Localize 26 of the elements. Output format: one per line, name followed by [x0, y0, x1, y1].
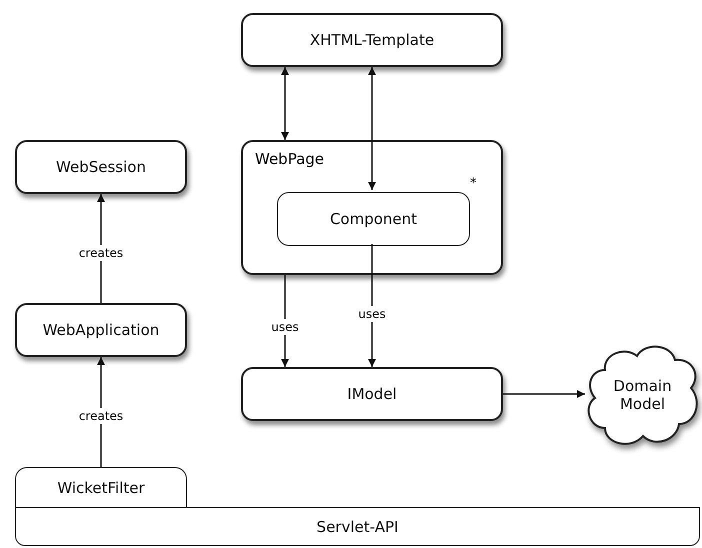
process-box [15, 467, 187, 508]
process-box [241, 13, 503, 67]
layer-bar [15, 507, 700, 546]
arrow [281, 67, 289, 140]
arrow [368, 67, 376, 190]
node-label: Component [330, 210, 418, 228]
node-label: Domain Model [612, 377, 673, 413]
edge-label: creates [76, 245, 126, 261]
process-box [241, 367, 503, 421]
node-label: Servlet-API [316, 518, 398, 536]
edge-label: creates [76, 408, 126, 424]
node-label: IModel [347, 385, 397, 403]
node-label: WicketFilter [57, 479, 145, 497]
process-box [15, 303, 187, 357]
node-label: WebApplication [42, 321, 160, 339]
process-box [15, 140, 187, 194]
container-box [241, 140, 503, 275]
container-heading: WebPage [255, 150, 324, 168]
edge-label: uses [356, 306, 388, 322]
node-label: WebSession [56, 158, 146, 176]
multiplicity-mark: * [470, 176, 476, 191]
arrow [368, 244, 376, 367]
arrow [503, 390, 585, 398]
process-box [277, 192, 470, 246]
edge-label: uses [269, 319, 301, 335]
node-label: XHTML-Template [310, 31, 434, 49]
